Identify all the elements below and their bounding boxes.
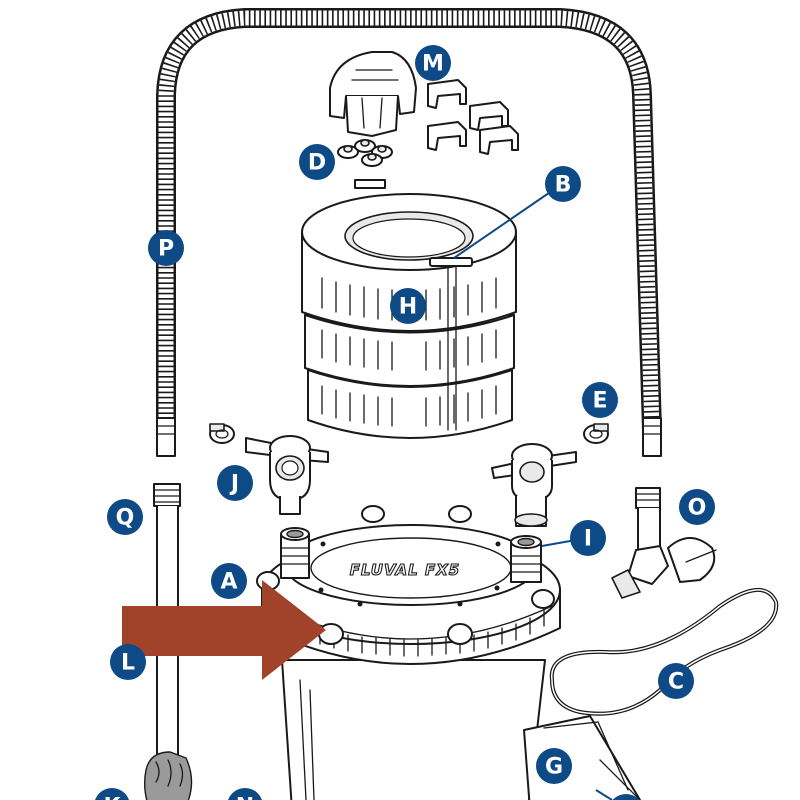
clip bbox=[427, 121, 467, 151]
svg-text:O: O bbox=[688, 496, 707, 521]
callout-badges: M B D P H E J Q O I A L C G K N F bbox=[95, 45, 715, 800]
callout-q: Q bbox=[107, 499, 143, 535]
callout-i: I bbox=[570, 520, 606, 556]
callout-m: M bbox=[415, 45, 451, 81]
callout-f: F bbox=[612, 794, 640, 800]
u-hose-p bbox=[156, 8, 662, 457]
handle-clip-set-m bbox=[329, 51, 519, 155]
callout-k: K bbox=[95, 788, 129, 800]
svg-text:E: E bbox=[592, 389, 607, 414]
pointer-arrow bbox=[122, 580, 326, 680]
brand-label: FLUVAL FX5 bbox=[350, 561, 460, 579]
callout-n: N bbox=[228, 788, 262, 800]
svg-text:P: P bbox=[158, 237, 174, 262]
svg-text:H: H bbox=[399, 295, 417, 320]
lid-screws bbox=[318, 541, 501, 607]
svg-text:Q: Q bbox=[116, 506, 135, 531]
clip bbox=[479, 125, 519, 155]
svg-text:M: M bbox=[422, 52, 444, 77]
hose-connector-i bbox=[280, 527, 542, 583]
svg-text:D: D bbox=[308, 151, 326, 176]
canister-body bbox=[281, 659, 546, 800]
svg-text:K: K bbox=[103, 795, 121, 800]
svg-text:I: I bbox=[584, 527, 592, 552]
power-cord-c bbox=[549, 587, 779, 716]
callout-d: D bbox=[299, 144, 335, 180]
callout-l: L bbox=[110, 644, 146, 680]
outflow-nozzle-o bbox=[611, 487, 717, 599]
hose-clamp-e bbox=[209, 423, 609, 444]
svg-text:N: N bbox=[236, 795, 254, 800]
callout-c: C bbox=[658, 663, 694, 699]
callout-p: P bbox=[148, 230, 184, 266]
svg-text:C: C bbox=[668, 670, 684, 695]
basket-slots bbox=[321, 277, 497, 427]
svg-text:J: J bbox=[229, 472, 239, 497]
svg-text:G: G bbox=[545, 755, 563, 780]
callout-g: G bbox=[536, 748, 572, 784]
callout-o: O bbox=[679, 489, 715, 525]
svg-text:A: A bbox=[220, 570, 237, 595]
svg-text:L: L bbox=[121, 651, 135, 676]
callout-e: E bbox=[582, 382, 618, 418]
rubber-feet-d bbox=[337, 139, 393, 167]
svg-text:B: B bbox=[555, 173, 572, 198]
callout-h: H bbox=[390, 288, 426, 324]
canister-lid-a: FLUVAL FX5 bbox=[256, 505, 561, 665]
clip bbox=[469, 101, 509, 131]
callout-j: J bbox=[217, 465, 253, 501]
callout-b: B bbox=[545, 166, 581, 202]
clip bbox=[427, 79, 467, 109]
valve-assembly-j bbox=[245, 435, 577, 527]
callout-a: A bbox=[211, 563, 247, 599]
